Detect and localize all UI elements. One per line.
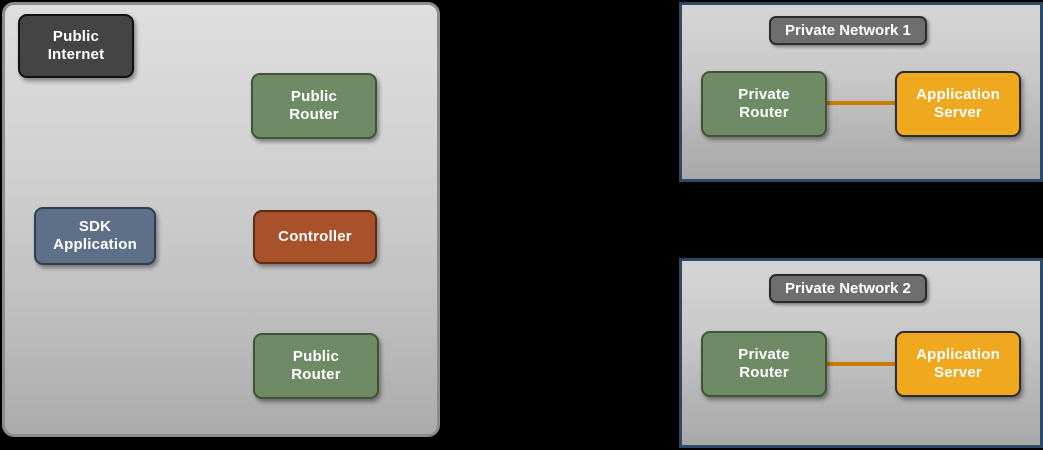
private-network-1-badge: Private Network 1	[769, 16, 927, 45]
node-private-router-1-label: Private Router	[738, 86, 790, 121]
private-network-2-link	[820, 362, 902, 366]
node-application-server-2[interactable]: Application Server	[895, 331, 1021, 397]
private-network-2-panel: Private Network 2 Private Router Applica…	[679, 258, 1043, 448]
private-network-1-panel: Private Network 1 Private Router Applica…	[679, 2, 1043, 182]
private-network-2-badge-label: Private Network 2	[785, 280, 911, 297]
node-private-router-2[interactable]: Private Router	[701, 331, 827, 397]
node-sdk-application[interactable]: SDK Application	[34, 207, 156, 265]
node-application-server-2-label: Application Server	[916, 346, 1000, 381]
node-public-router-top-label: Public Router	[289, 88, 339, 123]
node-public-router-top[interactable]: Public Router	[251, 73, 377, 139]
node-public-internet[interactable]: Public Internet	[18, 14, 134, 78]
private-network-1-link	[820, 101, 902, 105]
node-application-server-1[interactable]: Application Server	[895, 71, 1021, 137]
public-network-zone: Public Internet Public Router SDK Applic…	[2, 2, 440, 437]
node-controller[interactable]: Controller	[253, 210, 377, 264]
private-network-2-badge: Private Network 2	[769, 274, 927, 303]
node-controller-label: Controller	[278, 228, 352, 246]
node-sdk-application-label: SDK Application	[53, 218, 137, 253]
node-private-router-2-label: Private Router	[738, 346, 790, 381]
node-public-router-bottom-label: Public Router	[291, 348, 341, 383]
private-network-1-badge-label: Private Network 1	[785, 22, 911, 39]
node-private-router-1[interactable]: Private Router	[701, 71, 827, 137]
node-public-internet-label: Public Internet	[47, 28, 105, 63]
node-application-server-1-label: Application Server	[916, 86, 1000, 121]
node-public-router-bottom[interactable]: Public Router	[253, 333, 379, 399]
